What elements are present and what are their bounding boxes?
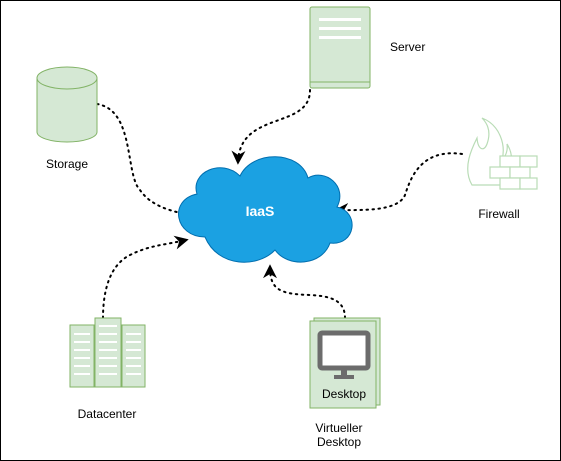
database-icon: [36, 66, 98, 143]
server-label: Server: [390, 40, 425, 54]
server-icon: [309, 6, 371, 89]
connector-storage: [96, 103, 196, 221]
firewall-icon: [467, 117, 538, 190]
desktop-icon: [309, 317, 381, 409]
datacenter-icon: [69, 317, 146, 388]
desktop-label-line1: Virtueller: [315, 421, 362, 435]
connectors: [96, 89, 463, 319]
firewall-label: Firewall: [478, 207, 519, 221]
connector-server: [231, 89, 311, 165]
desktop-inner-label: Desktop: [322, 387, 366, 401]
center-label: IaaS: [246, 203, 275, 219]
datacenter-label: Datacenter: [78, 407, 137, 421]
cloud-icon: [178, 156, 353, 263]
desktop-label-line2: Desktop: [317, 435, 361, 449]
connector-firewall: [334, 152, 463, 218]
connector-datacenter: [102, 235, 189, 319]
connector-desktop: [263, 264, 346, 319]
storage-label: Storage: [46, 157, 88, 171]
